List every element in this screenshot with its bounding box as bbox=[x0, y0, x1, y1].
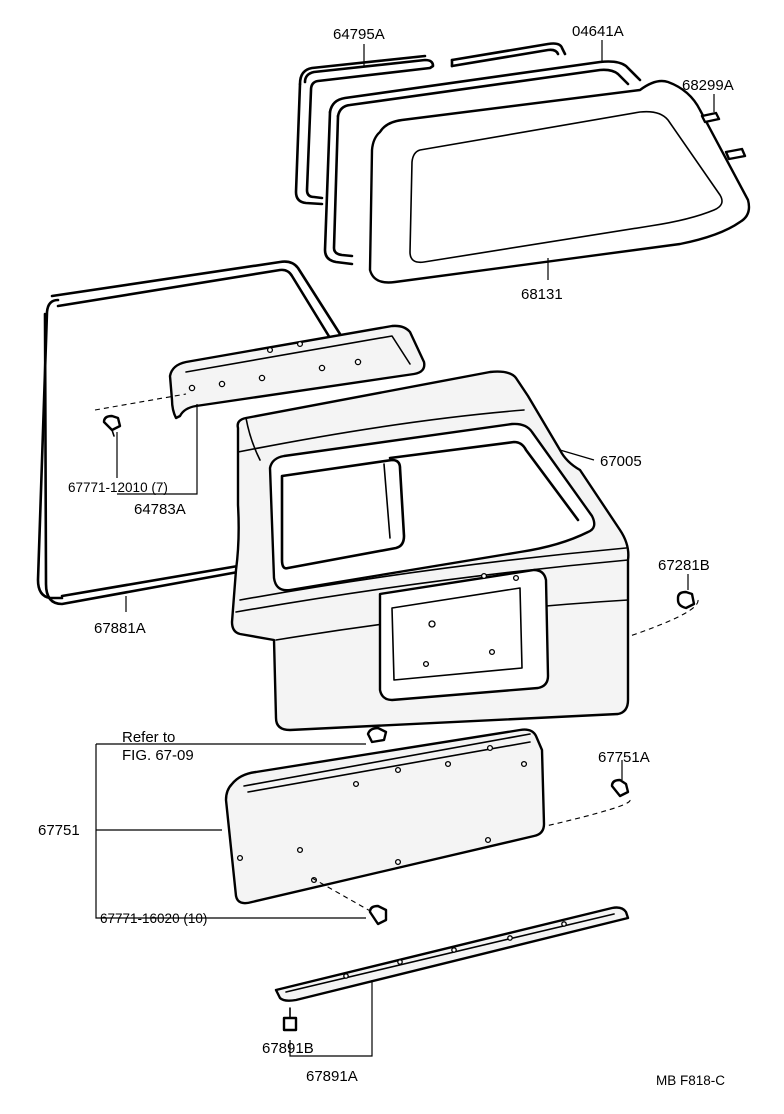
label-67891b: 67891B bbox=[262, 1040, 314, 1057]
grommet-ref bbox=[366, 726, 388, 744]
label-67751: 67751 bbox=[38, 822, 80, 839]
part-labels: 64795A 04641A 68299A 68131 67771-12010 (… bbox=[38, 23, 734, 1088]
stopper-68299a bbox=[700, 111, 747, 161]
weatherstrip-64795a bbox=[294, 42, 567, 206]
label-67005: 67005 bbox=[600, 453, 642, 470]
label-64783a: 64783A bbox=[134, 501, 186, 518]
label-04641a: 04641A bbox=[572, 23, 624, 40]
clip-67751a bbox=[545, 778, 631, 827]
back-door-panel-67005 bbox=[230, 370, 630, 732]
label-67281b: 67281B bbox=[658, 557, 710, 574]
grommet-67281b bbox=[629, 590, 699, 637]
label-67881a: 67881A bbox=[94, 620, 146, 637]
back-door-glass-68131 bbox=[368, 79, 751, 284]
label-67771-12010: 67771-12010 (7) bbox=[68, 480, 168, 495]
screw-67891b bbox=[282, 1007, 298, 1032]
trim-board-67751 bbox=[224, 728, 546, 905]
footer-code: MB F818-C bbox=[656, 1073, 725, 1088]
moulding-04641a bbox=[323, 60, 642, 266]
label-68299a: 68299A bbox=[682, 77, 734, 94]
scuff-plate-67891a bbox=[274, 906, 630, 1002]
label-refer-to: Refer to bbox=[122, 729, 175, 746]
label-67751a: 67751A bbox=[598, 749, 650, 766]
label-64795a: 64795A bbox=[333, 26, 385, 43]
spoiler-64783a bbox=[168, 324, 426, 420]
label-67771-16020: 67771-16020 (10) bbox=[100, 911, 207, 926]
leader-lines bbox=[95, 40, 715, 1057]
weatherstrip-67881a bbox=[36, 260, 342, 606]
label-fig-ref: FIG. 67-09 bbox=[122, 747, 194, 764]
label-68131: 68131 bbox=[521, 286, 563, 303]
label-67891a: 67891A bbox=[306, 1068, 358, 1085]
clip-67771-16020 bbox=[311, 877, 388, 926]
clip-67771-12010 bbox=[94, 393, 187, 437]
